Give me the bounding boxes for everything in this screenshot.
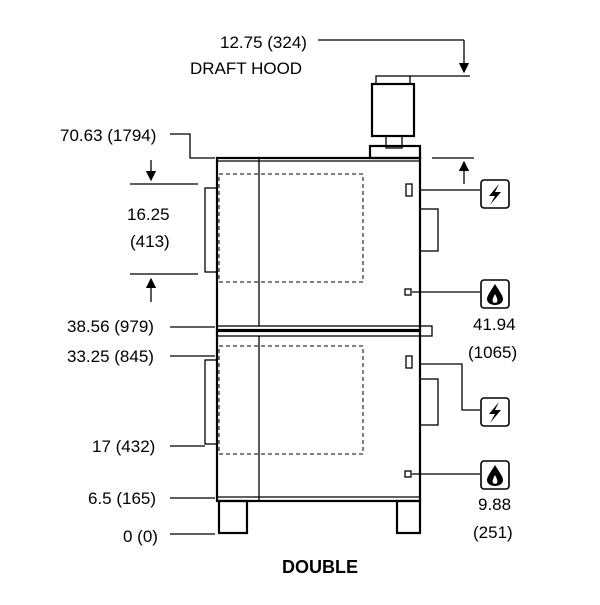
- lower-door-bottom-value: 17 (432): [92, 437, 155, 456]
- lower-oven: [204, 345, 439, 478]
- right-connections: 41.94 (1065) 9.88 (251): [412, 179, 517, 542]
- overall-height-value: 70.63 (1794): [60, 126, 156, 145]
- upper-oven-base-value: 38.56 (979): [67, 317, 154, 336]
- lower-gas-metric: (251): [473, 523, 513, 542]
- legs-top-value: 6.5 (165): [88, 489, 156, 508]
- cavity-height-value: 16.25: [127, 205, 170, 224]
- diagram-title: DOUBLE: [282, 557, 358, 577]
- lower-oven-top-value: 33.25 (845): [67, 347, 154, 366]
- floor-value: 0 (0): [123, 527, 158, 546]
- upper-oven: [204, 173, 439, 296]
- draft-hood-dimension-value: 12.75 (324): [220, 33, 307, 52]
- upper-gas-value: 41.94: [473, 315, 516, 334]
- gas-connection-icon: [480, 460, 510, 490]
- gas-connection-icon: [480, 279, 510, 309]
- cavity-height-metric: (413): [130, 232, 170, 251]
- left-dimensions: 70.63 (1794) 16.25 (413) 38.56 (979) 33.…: [60, 126, 215, 546]
- draft-hood: [368, 75, 422, 160]
- oven-body: [215, 156, 433, 503]
- upper-gas-metric: (1065): [468, 343, 517, 362]
- electric-connection-icon: [480, 179, 510, 209]
- electric-connection-icon: [480, 397, 510, 427]
- oven-legs: [217, 496, 422, 535]
- draft-hood-label: DRAFT HOOD: [190, 59, 302, 78]
- hood-base-marker: [432, 157, 474, 184]
- draft-hood-dimension: 12.75 (324) DRAFT HOOD: [190, 33, 470, 78]
- lower-gas-value: 9.88: [478, 495, 511, 514]
